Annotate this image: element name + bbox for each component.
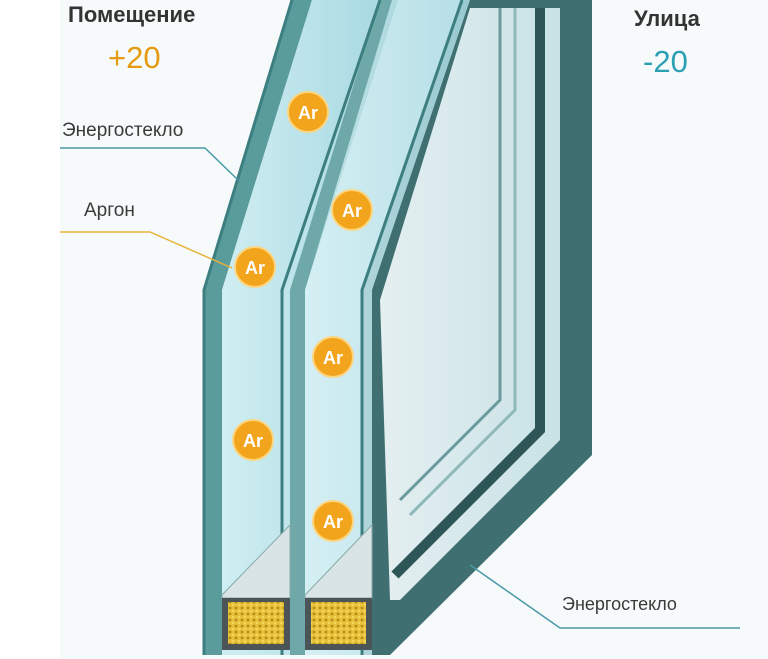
leader-line-energy-glass-right	[469, 564, 740, 629]
street-temperature: -20	[643, 44, 688, 79]
argon-badge: Ar	[331, 189, 373, 231]
argon-badge: Ar	[287, 91, 329, 133]
desiccant-right	[311, 602, 366, 644]
spacer-left	[221, 523, 291, 650]
svg-text:Ar: Ar	[323, 348, 343, 368]
energy-glass-label-left: Энергостекло	[62, 120, 184, 141]
room-temperature: +20	[108, 40, 161, 75]
argon-label: Аргон	[84, 200, 135, 221]
desiccant-left	[228, 602, 284, 644]
svg-text:Ar: Ar	[323, 512, 343, 532]
argon-badge: Ar	[312, 336, 354, 378]
svg-text:Ar: Ar	[342, 201, 362, 221]
front-gap	[222, 0, 380, 655]
leader-line-argon	[60, 231, 233, 269]
frame-step-2	[408, 8, 517, 517]
argon-badge: Ar	[232, 419, 274, 461]
argon-badge: Ar	[234, 246, 276, 288]
front-pane-edge	[204, 0, 312, 655]
room-title: Помещение	[68, 2, 196, 27]
frame-step-1	[398, 8, 502, 502]
middle-pane-edge	[282, 0, 398, 655]
energy-glass-label-right: Энергостекло	[562, 594, 677, 614]
front-edge-line	[202, 0, 294, 655]
leader-line-energy-glass-left	[60, 147, 239, 181]
svg-text:Ar: Ar	[298, 103, 318, 123]
frame-dark-spacer	[391, 8, 545, 579]
outer-edge-line	[360, 0, 464, 655]
svg-text:Ar: Ar	[245, 258, 265, 278]
street-title: Улица	[634, 6, 700, 31]
middle-gap	[305, 0, 470, 655]
svg-text:Ar: Ar	[243, 431, 263, 451]
argon-badge: Ar	[312, 500, 354, 542]
spacer-right	[304, 523, 373, 650]
